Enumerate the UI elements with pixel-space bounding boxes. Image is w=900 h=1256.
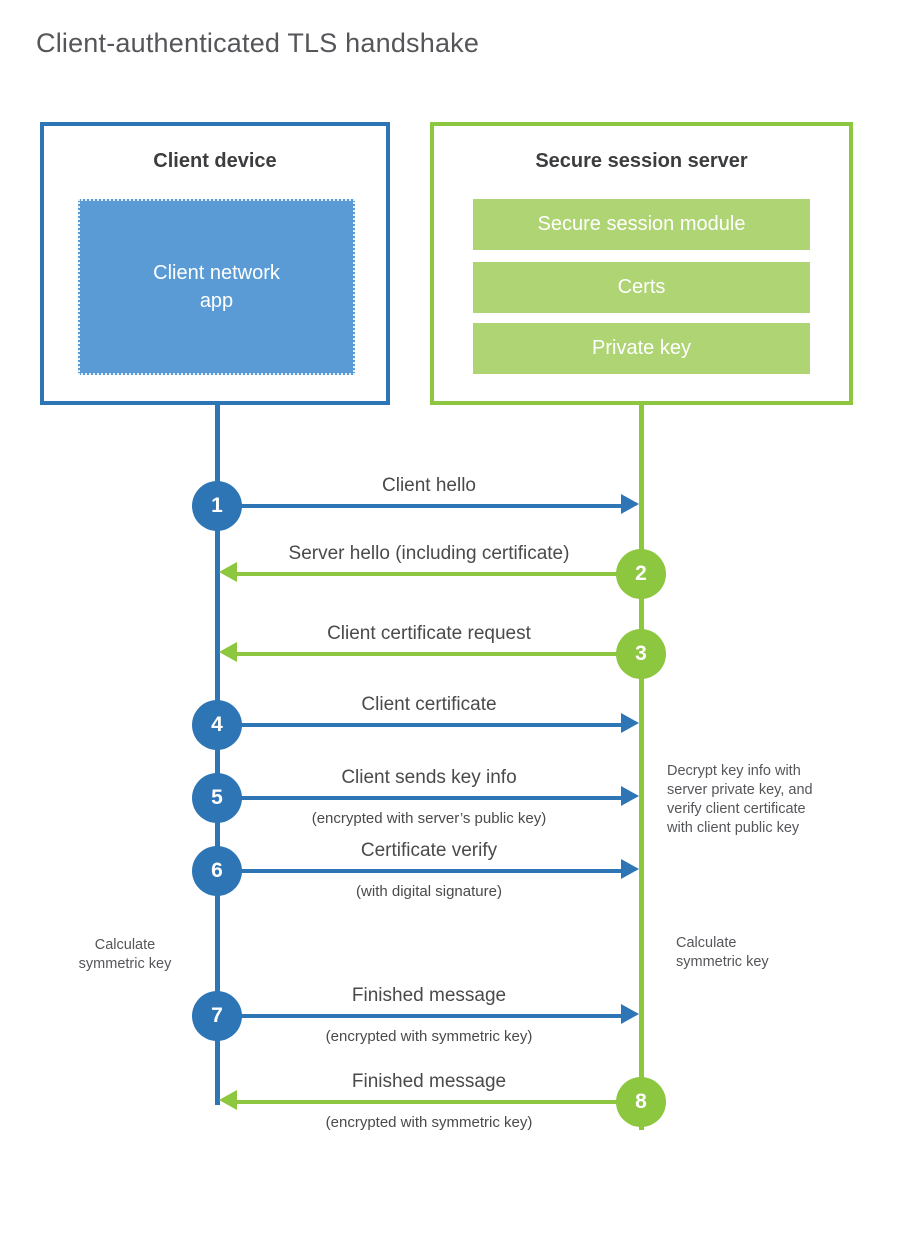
step-sublabel: (encrypted with symmetric key) xyxy=(325,1028,533,1045)
secure-session-server-box: Secure session server Secure session mod… xyxy=(430,122,853,405)
step-number-badge: 7 xyxy=(192,991,242,1041)
step-number-badge: 6 xyxy=(192,846,242,896)
client-network-app-box: Client network app xyxy=(78,199,355,375)
arrowhead-right-icon xyxy=(621,786,639,806)
step-label: Server hello (including certificate) xyxy=(288,543,570,564)
step-number-badge: 3 xyxy=(616,629,666,679)
message-arrow-right xyxy=(219,869,627,873)
step-label: Certificate verify xyxy=(360,840,498,861)
client-lifeline xyxy=(215,405,220,1105)
message-arrow-right xyxy=(219,796,627,800)
step-number-badge: 8 xyxy=(616,1077,666,1127)
arrowhead-left-icon xyxy=(219,642,237,662)
arrowhead-right-icon xyxy=(621,1004,639,1024)
server-module-private-key: Private key xyxy=(473,323,810,374)
message-arrow-right xyxy=(219,1014,627,1018)
step-number-badge: 5 xyxy=(192,773,242,823)
step-label: Finished message xyxy=(351,985,507,1006)
server-decrypt-note: Decrypt key info with server private key… xyxy=(667,763,813,836)
message-arrow-left xyxy=(231,652,639,656)
message-arrow-right xyxy=(219,723,627,727)
step-sublabel: (with digital signature) xyxy=(356,883,502,900)
step-label: Client certificate xyxy=(361,694,497,715)
arrowhead-right-icon xyxy=(621,713,639,733)
message-arrow-left xyxy=(231,1100,639,1104)
calculate-symmetric-key-client: Calculate symmetric key xyxy=(78,937,172,972)
client-device-box: Client device Client network app xyxy=(40,122,390,405)
calculate-symmetric-key-server: Calculate symmetric key xyxy=(676,935,769,970)
message-arrow-right xyxy=(219,504,627,508)
client-device-title: Client device xyxy=(153,150,277,172)
arrowhead-right-icon xyxy=(621,859,639,879)
step-sublabel: (encrypted with server’s public key) xyxy=(311,810,547,827)
step-label: Client sends key info xyxy=(341,767,517,788)
arrowhead-left-icon xyxy=(219,1090,237,1110)
server-lifeline xyxy=(639,405,644,1130)
step-sublabel: (encrypted with symmetric key) xyxy=(325,1114,533,1131)
step-number-badge: 2 xyxy=(616,549,666,599)
step-number-badge: 1 xyxy=(192,481,242,531)
step-label: Client certificate request xyxy=(327,623,531,644)
secure-session-server-title: Secure session server xyxy=(535,150,748,172)
step-number-badge: 4 xyxy=(192,700,242,750)
server-module-secure-session-module: Secure session module xyxy=(473,199,810,250)
step-label: Finished message xyxy=(351,1071,507,1092)
arrowhead-right-icon xyxy=(621,494,639,514)
message-arrow-left xyxy=(231,572,639,576)
step-label: Client hello xyxy=(382,475,476,496)
arrowhead-left-icon xyxy=(219,562,237,582)
server-module-certs: Certs xyxy=(473,262,810,313)
page-title: Client-authenticated TLS handshake xyxy=(36,28,480,58)
